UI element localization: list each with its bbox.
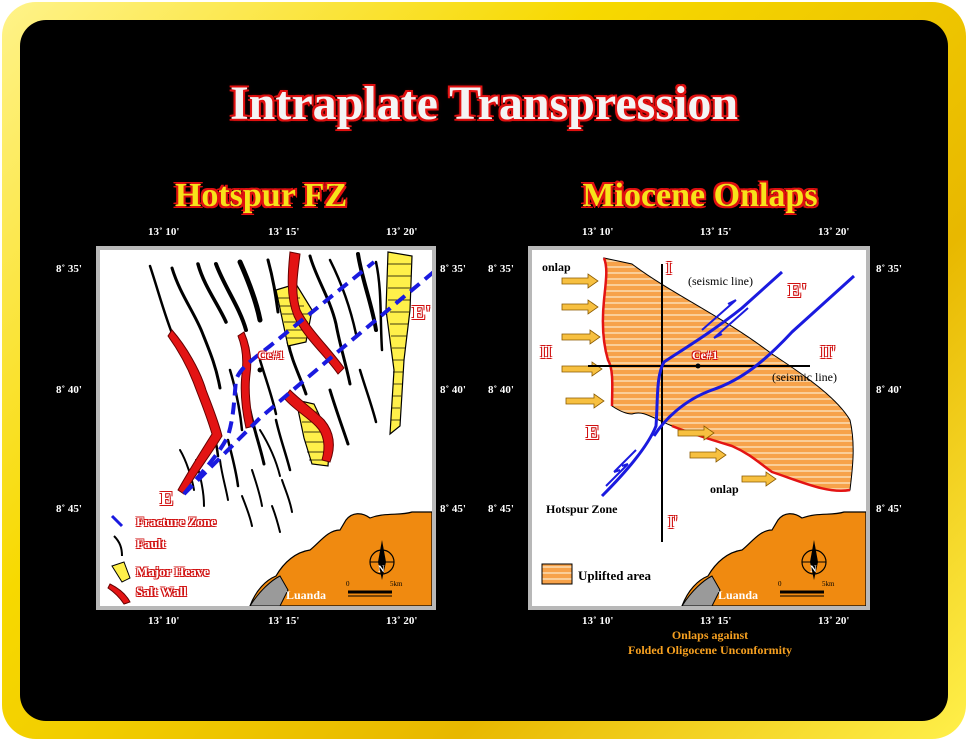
legend-salt-symbol <box>107 583 131 605</box>
well-ce1-label-right: Ce#1 <box>692 348 718 362</box>
left-rside-tick-1: 8˚ 35' <box>440 263 466 275</box>
right-side-tick-3: 8˚ 45' <box>488 503 514 515</box>
right-bottom-tick-2: 13˚ 15' <box>700 615 732 627</box>
legend-fault-symbol <box>113 535 123 557</box>
right-rside-tick-2: 8˚ 40' <box>876 384 902 396</box>
left-heading: Hotspur FZ <box>174 177 348 214</box>
right-side-tick-1: 8˚ 35' <box>488 263 514 275</box>
hotspur-map: Ce#1 E E' Fracture Zone Fault Major Heav… <box>96 246 436 610</box>
hotspur-faults <box>600 270 856 498</box>
inset-city-label: Luanda <box>286 588 327 602</box>
legend-symbols <box>107 514 131 605</box>
inset-city-label-right: Luanda <box>718 588 759 602</box>
right-rside-tick-1: 8˚ 35' <box>876 263 902 275</box>
left-bottom-tick-2: 13˚ 15' <box>268 615 300 627</box>
north-arrow-label: N <box>378 564 385 574</box>
legend-fracture-zone: Fracture Zone <box>136 514 217 529</box>
right-heading: Miocene Onlaps <box>582 177 818 214</box>
line-i-label: I <box>666 258 672 278</box>
right-rside-tick-3: 8˚ 45' <box>876 503 902 515</box>
legend-salt-wall: Salt Wall <box>136 584 187 599</box>
scale-end-right: 5km <box>822 580 835 588</box>
point-e-prime-label-right: E' <box>788 280 807 302</box>
caption-line-2: Folded Oligocene Unconformity <box>628 643 792 657</box>
left-top-tick-1: 13˚ 10' <box>148 226 180 238</box>
point-e-prime-label: E' <box>412 302 431 324</box>
left-rside-tick-3: 8˚ 45' <box>440 503 466 515</box>
hotspur-zone-label: Hotspur Zone <box>546 502 618 516</box>
onlap-label-top: onlap <box>542 260 571 274</box>
hotspur-map-drawing <box>107 251 432 606</box>
well-ce1-marker-right <box>695 363 701 369</box>
onlap-map: onlap onlap I I' II II' (seismic line) (… <box>528 246 870 610</box>
legend-major-heave: Major Heave <box>136 564 210 579</box>
salt-walls <box>167 251 345 495</box>
onlap-label-bottom: onlap <box>710 482 739 496</box>
caption-line-1: Onlaps against <box>671 628 749 642</box>
left-side-tick-3: 8˚ 45' <box>56 503 82 515</box>
right-top-tick-2: 13˚ 15' <box>700 226 732 238</box>
line-ii-prime-label: II' <box>820 342 836 362</box>
legend-uplifted-swatch <box>541 563 573 585</box>
left-top-tick-3: 13˚ 20' <box>386 226 418 238</box>
onlap-arrows <box>561 273 777 487</box>
right-bottom-tick-1: 13˚ 10' <box>582 615 614 627</box>
line-ii-label: II <box>540 342 552 362</box>
onlap-map-drawing <box>541 257 866 606</box>
left-bottom-tick-3: 13˚ 20' <box>386 615 418 627</box>
right-side-tick-2: 8˚ 40' <box>488 384 514 396</box>
left-top-tick-2: 13˚ 15' <box>268 226 300 238</box>
legend-heave-symbol <box>111 561 131 583</box>
seismic-line-label-2: (seismic line) <box>772 370 837 384</box>
point-e-label-right: E <box>586 422 600 444</box>
shear-arrows <box>605 299 749 487</box>
well-ce1-label: Ce#1 <box>258 348 284 362</box>
luanda-inset <box>249 511 432 606</box>
right-top-tick-1: 13˚ 10' <box>582 226 614 238</box>
seismic-line-label-1: (seismic line) <box>688 274 753 288</box>
legend-uplifted-label: Uplifted area <box>578 568 652 583</box>
scale-zero-right: 0 <box>778 580 782 588</box>
scale-zero: 0 <box>346 580 350 588</box>
fracture-zone <box>182 260 432 496</box>
well-ce1-marker <box>257 367 263 373</box>
right-top-tick-3: 13˚ 20' <box>818 226 850 238</box>
line-i-prime-label: I' <box>668 512 678 532</box>
scale-end: 5km <box>390 580 403 588</box>
slide-title: Intraplate Transpression <box>229 77 739 130</box>
onlap-edge-west <box>601 257 614 407</box>
point-e-label: E <box>160 488 174 510</box>
left-side-tick-1: 8˚ 35' <box>56 263 82 275</box>
left-rside-tick-2: 8˚ 40' <box>440 384 466 396</box>
legend-fracture-symbol <box>110 514 124 528</box>
north-arrow-label-right: N <box>810 564 817 574</box>
left-side-tick-2: 8˚ 40' <box>56 384 82 396</box>
legend-fault: Fault <box>136 536 166 551</box>
left-bottom-tick-1: 13˚ 10' <box>148 615 180 627</box>
right-bottom-tick-3: 13˚ 20' <box>818 615 850 627</box>
luanda-inset-right <box>681 511 866 606</box>
